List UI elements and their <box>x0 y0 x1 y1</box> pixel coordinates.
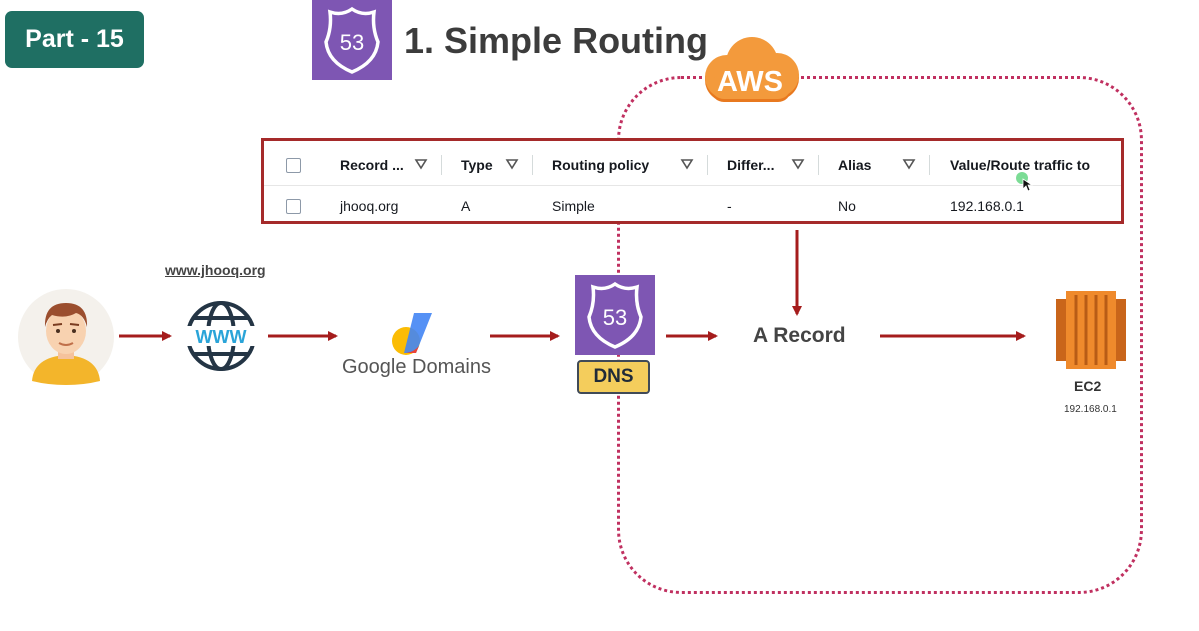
cell-value: 192.168.0.1 <box>950 198 1024 214</box>
svg-text:53: 53 <box>603 305 627 330</box>
google-domains-icon <box>386 307 438 359</box>
sort-caret-icon[interactable] <box>680 157 694 171</box>
svg-text:WWW: WWW <box>196 327 247 347</box>
cell-record-name: jhooq.org <box>340 198 399 214</box>
cell-alias: No <box>838 198 856 214</box>
page-title: 1. Simple Routing <box>404 20 709 61</box>
column-header-value[interactable]: Value/Route traffic to <box>950 157 1091 173</box>
table-row[interactable]: jhooq.org A Simple - No 192.168.0.1 <box>264 186 1121 226</box>
column-header-routing-policy[interactable]: Routing policy <box>552 157 650 173</box>
mouse-cursor <box>1016 172 1036 194</box>
website-label: www.jhooq.org <box>165 262 266 278</box>
user-avatar <box>18 289 114 385</box>
column-divider[interactable] <box>532 155 533 175</box>
sort-caret-icon[interactable] <box>414 157 428 171</box>
route53-dns-icon: 53 <box>575 275 655 355</box>
sort-caret-icon[interactable] <box>902 157 916 171</box>
column-divider[interactable] <box>929 155 930 175</box>
ec2-label: EC2 <box>1074 378 1102 394</box>
cell-routing-policy: Simple <box>552 198 595 214</box>
a-record-label: A Record <box>753 324 846 347</box>
column-divider[interactable] <box>707 155 708 175</box>
column-divider[interactable] <box>818 155 819 175</box>
google-domains-label: Google Domains <box>342 356 491 378</box>
table-header-row: Record ... Type Routing policy Differ...… <box>264 145 1121 186</box>
records-table: Record ... Type Routing policy Differ...… <box>261 138 1124 224</box>
column-header-type[interactable]: Type <box>461 157 493 173</box>
cell-type: A <box>461 198 471 214</box>
svg-text:AWS: AWS <box>717 66 783 98</box>
row-checkbox[interactable] <box>286 199 301 214</box>
sort-caret-icon[interactable] <box>505 157 519 171</box>
svg-text:53: 53 <box>340 30 364 55</box>
route53-title-icon: 53 <box>312 0 392 80</box>
part-badge: Part - 15 <box>5 11 144 68</box>
column-header-differentiator[interactable]: Differ... <box>727 157 775 173</box>
ec2-ip-label: 192.168.0.1 <box>1064 404 1117 415</box>
select-all-checkbox[interactable] <box>286 158 301 173</box>
sort-caret-icon[interactable] <box>791 157 805 171</box>
www-globe-icon: WWW <box>183 298 259 374</box>
dns-badge: DNS <box>577 360 650 394</box>
aws-cloud-icon: AWS <box>697 33 803 105</box>
cell-differentiator: - <box>727 198 732 214</box>
column-header-alias[interactable]: Alias <box>838 157 872 173</box>
column-header-record[interactable]: Record ... <box>340 157 404 173</box>
column-divider[interactable] <box>441 155 442 175</box>
ec2-icon <box>1056 291 1126 369</box>
